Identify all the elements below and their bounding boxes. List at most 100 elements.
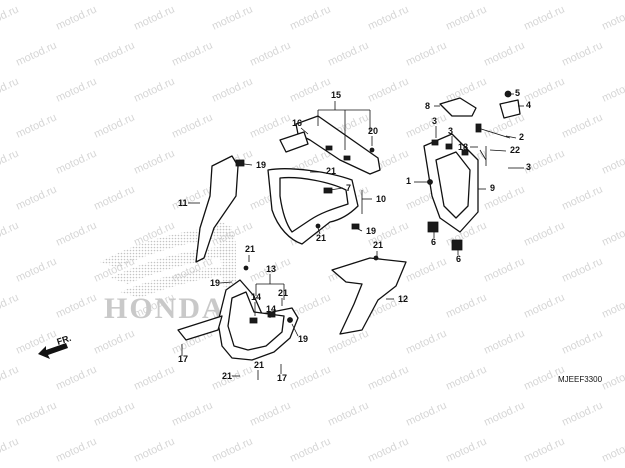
watermark-text: motod.ru [0,363,21,392]
honda-logo: HONDA [100,220,236,325]
watermark-text: motod.ru [132,3,176,32]
watermark-text: motod.ru [366,3,410,32]
watermark-text: motod.ru [444,363,488,392]
leader-line [489,149,507,152]
watermark-text: motod.ru [288,363,332,392]
leader-line [219,281,233,284]
watermark-text: motod.ru [248,39,292,68]
watermark-text: motod.ru [288,435,332,464]
watermark-text: motod.ru [0,3,21,32]
watermark-text: motod.ru [560,255,604,284]
watermark-text: motod.ru [482,39,526,68]
left-side-panel-part [195,155,245,263]
watermark-text: motod.ru [600,435,625,464]
leader-line [355,227,363,232]
watermark-text: motod.ru [0,75,21,104]
part-number-label: 6 [456,254,461,264]
right-side-cover-part [331,255,407,335]
watermark-text: motod.ru [14,111,58,140]
watermark-text: motod.ru [522,291,566,320]
watermark-text: motod.ru [0,291,21,320]
watermark-text: motod.ru [560,327,604,356]
watermark-text: motod.ru [132,363,176,392]
part-number-label: 3 [526,162,531,172]
part-number-label: 1 [406,176,411,186]
part-number-label: 5 [515,88,520,98]
watermark-text: motod.ru [560,183,604,212]
front-direction-label: FR. [56,333,73,347]
watermark-text: motod.ru [482,327,526,356]
watermark-text: motod.ru [600,219,625,248]
watermark-text: motod.ru [14,399,58,428]
watermark-text: motod.ru [54,291,98,320]
part-number-label: 20 [368,126,378,136]
part-number-label: 19 [256,160,266,170]
watermark-text: motod.ru [366,435,410,464]
watermark-text: motod.ru [248,111,292,140]
watermark-text: motod.ru [522,3,566,32]
watermark-text: motod.ru [522,435,566,464]
upper-stay-part [279,115,381,175]
part-number-label: 4 [526,100,531,110]
part-number-label: 19 [298,334,308,344]
leader-line [317,227,321,235]
watermark-text: motod.ru [14,183,58,212]
part-number-label: 11 [178,198,188,208]
watermark-text: motod.ru [560,39,604,68]
watermark-text: motod.ru [366,363,410,392]
part-number-label: 19 [366,226,376,236]
diagram-code: MJEEF3300 [558,375,603,384]
watermark-text: motod.ru [404,255,448,284]
watermark-text: motod.ru [210,3,254,32]
watermark-text: motod.ru [0,147,21,176]
watermark-text: motod.ru [444,435,488,464]
watermark-text: motod.ru [444,3,488,32]
part-number-label: 17 [178,354,188,364]
part-number-label: 10 [376,194,386,204]
watermark-text: motod.ru [560,111,604,140]
watermark-text: motod.ru [326,39,370,68]
part-number-label: 19 [210,278,220,288]
watermark-text: motod.ru [132,75,176,104]
watermark-text: motod.ru [522,219,566,248]
part-number-label: 8 [425,101,430,111]
front-direction-arrow: FR. [38,333,72,359]
watermark-text: motod.ru [92,399,136,428]
part-number-label: 12 [398,294,408,304]
part-number-label: 21 [254,360,264,370]
part-number-label: 21 [316,233,326,243]
watermark-text: motod.ru [482,183,526,212]
watermark-text: motod.ru [600,75,625,104]
part-number-label: 14 [251,292,261,302]
watermark-text: motod.ru [170,399,214,428]
watermark-text: motod.ru [210,363,254,392]
watermark-text: motod.ru [600,147,625,176]
watermark-text: motod.ru [210,75,254,104]
watermark-text: motod.ru [210,435,254,464]
watermark-text: motod.ru [288,75,332,104]
part-number-label: 21 [222,371,232,381]
watermark-text: motod.ru [0,219,21,248]
watermark-text: motod.ru [0,435,21,464]
part-number-label: 13 [266,264,276,274]
leader-line [243,163,253,166]
watermark-text: motod.ru [366,75,410,104]
watermark-text: motod.ru [54,219,98,248]
part-number-label: 3 [448,126,453,136]
watermark-text: motod.ru [92,183,136,212]
meter-bracket-part [423,90,521,251]
watermark-text: motod.ru [92,327,136,356]
part-number-label: 21 [278,288,288,298]
watermark-text: motod.ru [482,399,526,428]
watermark-text: motod.ru [326,399,370,428]
watermark-text: motod.ru [170,39,214,68]
watermark-text: motod.ru [404,399,448,428]
watermark-text: motod.ru [54,75,98,104]
watermark-text: motod.ru [54,3,98,32]
watermark-text: motod.ru [54,147,98,176]
watermark-text: motod.ru [404,111,448,140]
leader-line [505,135,517,139]
